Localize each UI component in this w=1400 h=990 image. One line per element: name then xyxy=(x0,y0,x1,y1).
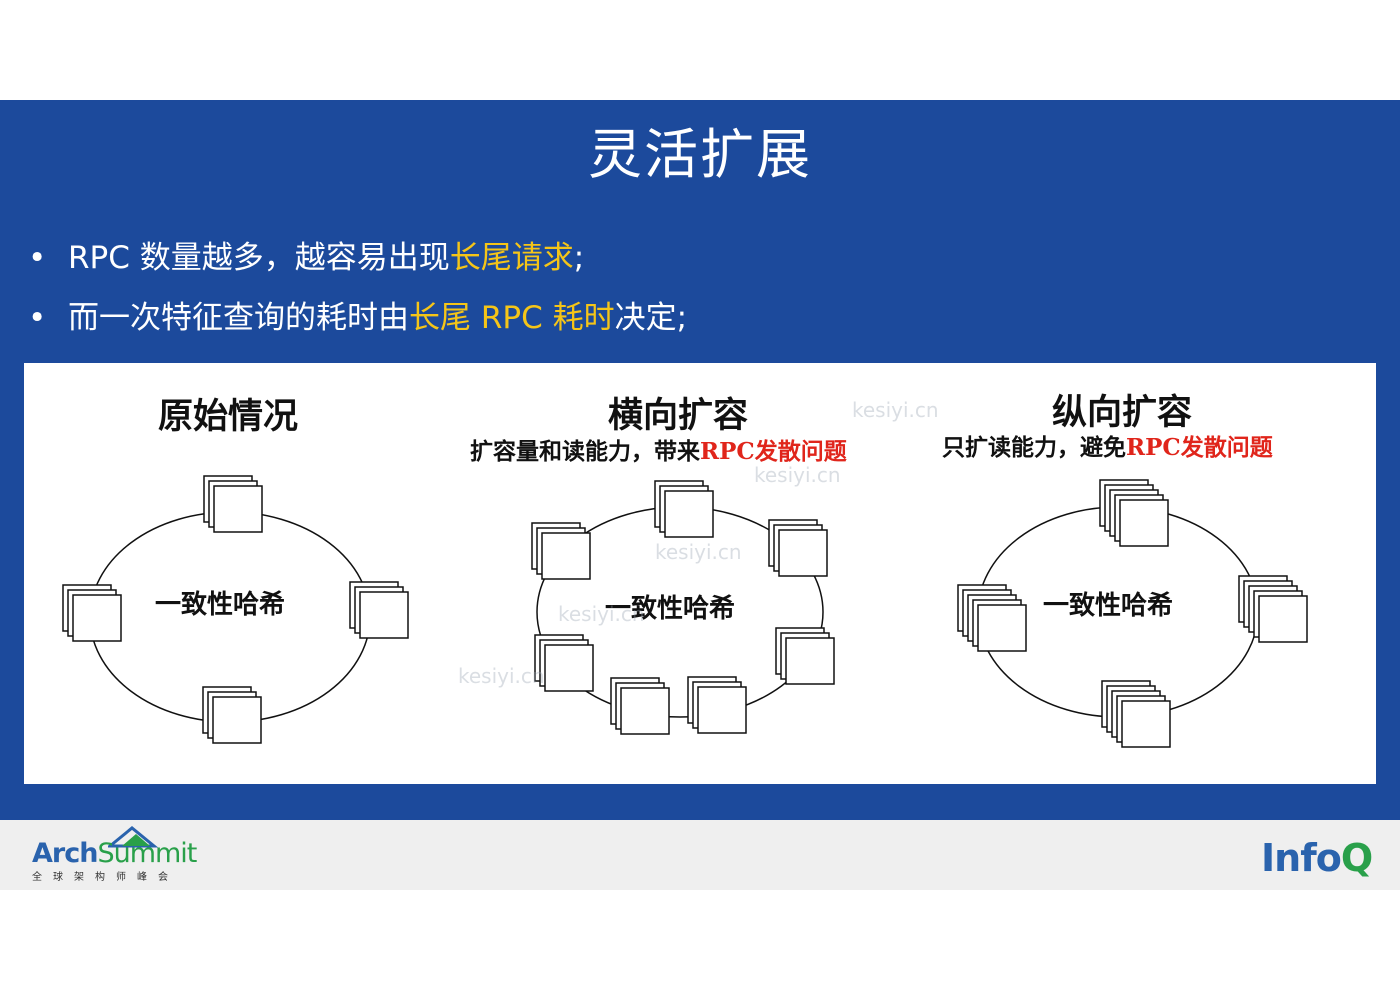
server-node xyxy=(359,591,409,639)
panel-3-subtitle-text: 只扩读能力，避免 xyxy=(942,434,1126,461)
bullet-dot: • xyxy=(28,300,47,336)
bullet-1-end: ; xyxy=(573,240,585,276)
bullet-2-end: 决定; xyxy=(614,300,688,336)
bullet-dot: • xyxy=(28,240,47,276)
panel-2-title: 横向扩容 xyxy=(608,395,749,436)
server-stacks xyxy=(62,475,1308,748)
server-node xyxy=(664,490,714,538)
archsummit-logo-arch: Arch xyxy=(32,838,98,869)
server-stack-icon xyxy=(1238,575,1308,643)
server-stack-icon xyxy=(775,627,835,685)
server-stack-icon xyxy=(534,634,594,692)
watermark: kesiyi.cn xyxy=(852,398,939,422)
server-stack-icon xyxy=(1101,680,1171,748)
panel-2-ring-label: 一致性哈希 xyxy=(605,594,736,624)
bullet-1-text: RPC 数量越多，越容易出现 xyxy=(68,240,450,276)
panel-3-subtitle: 只扩读能力，避免RPC发散问题 xyxy=(942,428,1273,462)
watermark: kesiyi.cn xyxy=(655,540,742,564)
panel-3-title: 纵向扩容 xyxy=(1052,392,1193,433)
server-node xyxy=(977,604,1027,652)
server-stack-icon xyxy=(654,480,714,538)
server-stack-icon xyxy=(203,475,263,533)
bullet-2: • 而一次特征查询的耗时由长尾 RPC 耗时决定; xyxy=(28,298,687,338)
bullet-1-highlight: 长尾请求 xyxy=(449,240,574,276)
server-stack-icon xyxy=(1099,479,1169,547)
archsummit-logo-summit: Summit xyxy=(97,838,197,869)
server-stack-icon xyxy=(687,676,747,734)
server-node xyxy=(1121,700,1171,748)
server-stack-icon xyxy=(610,677,670,735)
panel-1-ring-label: 一致性哈希 xyxy=(155,590,286,620)
server-node xyxy=(620,687,670,735)
watermark: kesiyi.cn xyxy=(558,602,645,626)
infoq-logo: InfoQ xyxy=(1261,836,1373,880)
panel-2-subtitle-text: 扩容量和读能力，带来 xyxy=(470,438,700,465)
panel-1-title: 原始情况 xyxy=(158,396,299,437)
server-node xyxy=(213,485,263,533)
server-node xyxy=(212,696,262,744)
server-stack-icon xyxy=(768,519,828,577)
server-node xyxy=(1119,499,1169,547)
server-node xyxy=(544,644,594,692)
panel-3-ring-label: 一致性哈希 xyxy=(1043,591,1174,621)
server-node xyxy=(785,637,835,685)
panel-3-subtitle-red: RPC发散问题 xyxy=(1126,434,1273,461)
archsummit-logo: ArchSummit xyxy=(32,838,197,869)
server-node xyxy=(778,529,828,577)
watermark: kesiyi.cn xyxy=(458,664,545,688)
bullet-2-highlight: 长尾 RPC 耗时 xyxy=(409,300,615,336)
server-stack-icon xyxy=(349,581,409,639)
server-stack-icon xyxy=(62,584,122,642)
bullet-2-text: 而一次特征查询的耗时由 xyxy=(68,300,409,336)
server-stack-icon xyxy=(202,686,262,744)
infoq-logo-q: Q xyxy=(1340,836,1373,880)
slide-title: 灵活扩展 xyxy=(588,123,812,186)
server-node xyxy=(72,594,122,642)
watermark: kesiyi.cn xyxy=(754,463,841,487)
footer-bar xyxy=(0,820,1400,890)
infoq-logo-info: Info xyxy=(1261,836,1342,880)
panel-2-subtitle: 扩容量和读能力，带来RPC发散问题 xyxy=(470,432,847,466)
bullet-1: • RPC 数量越多，越容易出现长尾请求; xyxy=(28,238,584,278)
server-node xyxy=(1258,595,1308,643)
server-stack-icon xyxy=(957,584,1027,652)
server-stack-icon xyxy=(531,522,591,580)
server-node xyxy=(697,686,747,734)
panel-2-subtitle-red: RPC发散问题 xyxy=(700,438,847,465)
mountain-logo-icon xyxy=(108,826,159,848)
archsummit-subtitle: 全球架构师峰会 xyxy=(32,872,179,883)
server-node xyxy=(541,532,591,580)
